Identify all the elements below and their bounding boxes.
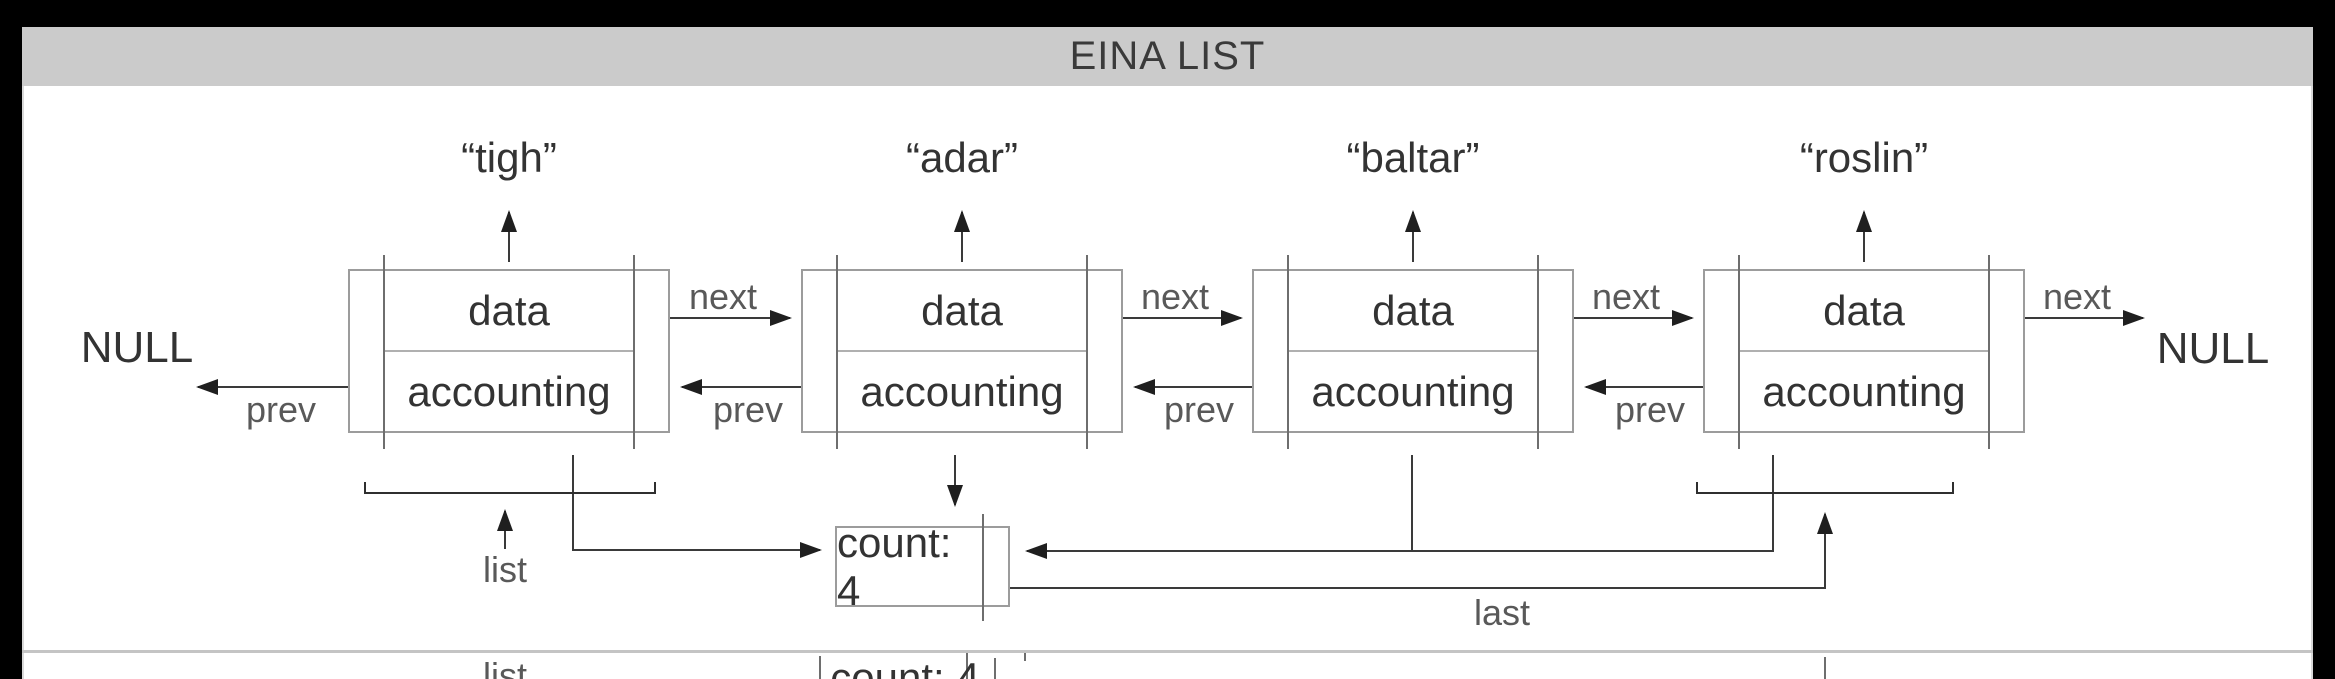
list-node-3: data accounting xyxy=(1252,255,1574,449)
node4-data-cell: data xyxy=(1823,286,1905,334)
figure-separator xyxy=(22,650,2313,653)
null-left-label: NULL xyxy=(80,323,194,372)
node-cell-divider xyxy=(838,350,1086,352)
node3-data-cell: data xyxy=(1372,286,1454,334)
node1-data-cell: data xyxy=(468,286,550,334)
next-label-3: next xyxy=(1591,276,1661,317)
second-figure-partial xyxy=(22,653,2313,679)
node-side-line xyxy=(1537,255,1539,449)
node2-accounting-cell: accounting xyxy=(860,367,1064,415)
node4-accounting-cell: accounting xyxy=(1762,367,1966,415)
node3-name-label: “baltar” xyxy=(1346,134,1480,181)
node1-name-label: “tigh” xyxy=(461,134,557,181)
list-node-1: data accounting xyxy=(348,255,670,449)
prev-label-4: prev xyxy=(1614,389,1686,430)
node-side-line xyxy=(1988,255,1990,449)
node-side-line xyxy=(836,255,838,449)
figure-title: EINA LIST xyxy=(1069,34,1266,78)
count-value: count: 4 xyxy=(837,518,952,614)
node2-name-label: “adar” xyxy=(905,134,1019,181)
node-side-line xyxy=(383,255,385,449)
figure-titlebar: EINA LIST xyxy=(22,27,2313,86)
node-cell-divider xyxy=(1740,350,1988,352)
node-cell-divider xyxy=(1289,350,1537,352)
last-pointer-label: last xyxy=(1473,592,1531,633)
node3-accounting-cell: accounting xyxy=(1311,367,1515,415)
node4-name-label: “roslin” xyxy=(1799,134,1929,181)
node-cell-divider xyxy=(385,350,633,352)
node-side-line xyxy=(1287,255,1289,449)
count-box: count: 4 xyxy=(835,514,1010,621)
node-side-line xyxy=(1086,255,1088,449)
null-right-label: NULL xyxy=(2156,324,2270,373)
next-label-1: next xyxy=(688,276,758,317)
node2-data-cell: data xyxy=(921,286,1003,334)
next-label-4: next xyxy=(2042,276,2112,317)
prev-label-2: prev xyxy=(712,389,784,430)
node-side-line xyxy=(633,255,635,449)
prev-label-1: prev xyxy=(245,389,317,430)
prev-label-3: prev xyxy=(1163,389,1235,430)
partial-list-label: list xyxy=(483,655,527,679)
node1-accounting-cell: accounting xyxy=(407,367,611,415)
next-label-2: next xyxy=(1140,276,1210,317)
node-side-line xyxy=(1738,255,1740,449)
list-pointer-label: list xyxy=(483,549,527,590)
partial-count-value: count: 4 xyxy=(830,654,980,679)
list-node-2: data accounting xyxy=(801,255,1123,449)
list-node-4: data accounting xyxy=(1703,255,2025,449)
count-box-side-line xyxy=(982,514,984,621)
